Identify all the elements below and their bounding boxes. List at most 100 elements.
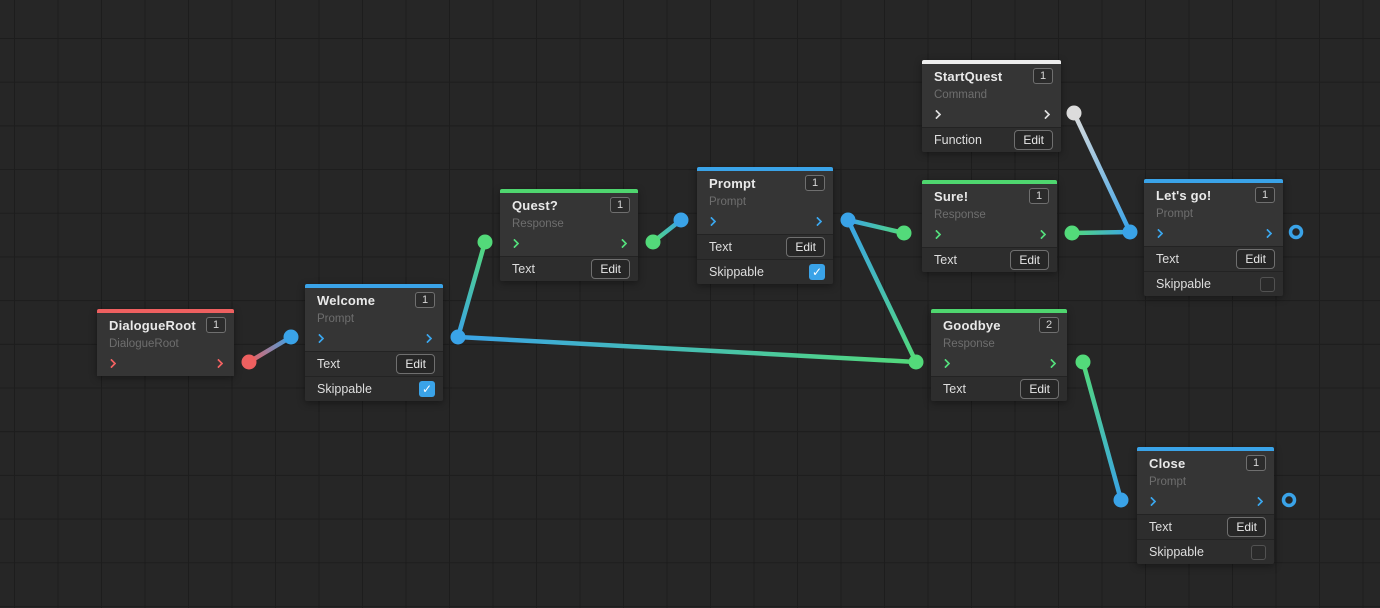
node-title: Welcome xyxy=(317,292,376,308)
port-dot-goodbye-input[interactable] xyxy=(908,354,924,370)
node-close[interactable]: Close 1 Prompt Text Edit Skippable xyxy=(1137,447,1274,564)
output-port-chevron-icon[interactable] xyxy=(1037,229,1047,239)
field-label: Skippable xyxy=(1149,545,1204,559)
edit-button[interactable]: Edit xyxy=(1020,379,1059,399)
output-port-chevron-icon[interactable] xyxy=(214,358,224,368)
node-accent-bar xyxy=(1137,447,1274,451)
node-lets-go[interactable]: Let's go! 1 Prompt Text Edit Skippable xyxy=(1144,179,1283,296)
field-row-skippable: Skippable xyxy=(1137,539,1274,564)
edit-button[interactable]: Edit xyxy=(1010,250,1049,270)
field-row-text: Text Edit xyxy=(931,376,1067,401)
port-dot-sure-output[interactable] xyxy=(1064,225,1080,241)
input-port-chevron-icon[interactable] xyxy=(1154,228,1164,238)
input-port-chevron-icon[interactable] xyxy=(707,216,717,226)
port-dot-welcome-output[interactable] xyxy=(450,329,466,345)
skippable-checkbox[interactable] xyxy=(1260,276,1275,292)
output-port-chevron-icon[interactable] xyxy=(1041,109,1051,119)
port-dot-close-input[interactable] xyxy=(1113,492,1129,508)
output-port-chevron-icon[interactable] xyxy=(618,238,628,248)
connection-count-badge: 1 xyxy=(1033,68,1053,84)
connection-count-badge: 1 xyxy=(1246,455,1266,471)
input-port-chevron-icon[interactable] xyxy=(510,238,520,248)
connection-count-badge: 1 xyxy=(1255,187,1275,203)
node-subtitle: Command xyxy=(934,89,988,101)
connection-sure-letsgo xyxy=(1069,229,1133,236)
port-dot-welcome-input[interactable] xyxy=(283,329,299,345)
port-ring-letsgo-output[interactable] xyxy=(1288,224,1304,240)
field-row-text: Text Edit xyxy=(1137,514,1274,539)
connection-prompt-sure xyxy=(845,217,907,236)
port-dot-quest-input[interactable] xyxy=(477,234,493,250)
node-welcome[interactable]: Welcome 1 Prompt Text Edit Skippable ✓ xyxy=(305,284,443,401)
edit-button[interactable]: Edit xyxy=(1014,130,1053,150)
port-dot-sure-input[interactable] xyxy=(896,225,912,241)
edit-button[interactable]: Edit xyxy=(1227,517,1266,537)
port-dot-prompt-input[interactable] xyxy=(673,212,689,228)
field-label: Text xyxy=(934,253,957,267)
port-dot-prompt-output[interactable] xyxy=(840,212,856,228)
field-label: Text xyxy=(1156,252,1179,266)
edit-button[interactable]: Edit xyxy=(786,237,825,257)
port-dot-dialogueroot-output[interactable] xyxy=(241,354,257,370)
node-subtitle: Response xyxy=(934,209,986,221)
output-port-chevron-icon[interactable] xyxy=(423,333,433,343)
node-sure[interactable]: Sure! 1 Response Text Edit xyxy=(922,180,1057,272)
node-title: Prompt xyxy=(709,175,756,191)
connection-count-badge: 1 xyxy=(805,175,825,191)
input-port-chevron-icon[interactable] xyxy=(932,229,942,239)
field-label: Text xyxy=(943,382,966,396)
node-prompt[interactable]: Prompt 1 Prompt Text Edit Skippable ✓ xyxy=(697,167,833,284)
node-accent-bar xyxy=(931,309,1067,313)
output-port-chevron-icon[interactable] xyxy=(1254,496,1264,506)
edit-button[interactable]: Edit xyxy=(396,354,435,374)
node-accent-bar xyxy=(1144,179,1283,183)
node-dialogue-root[interactable]: DialogueRoot 1 DialogueRoot xyxy=(97,309,234,376)
field-label: Text xyxy=(709,240,732,254)
skippable-checkbox[interactable]: ✓ xyxy=(809,264,825,280)
output-port-chevron-icon[interactable] xyxy=(1263,228,1273,238)
node-title: Close xyxy=(1149,455,1186,471)
input-port-chevron-icon[interactable] xyxy=(315,333,325,343)
node-accent-bar xyxy=(97,309,234,313)
output-port-chevron-icon[interactable] xyxy=(813,216,823,226)
field-label: Text xyxy=(1149,520,1172,534)
skippable-checkbox[interactable] xyxy=(1251,544,1266,560)
output-port-chevron-icon[interactable] xyxy=(1047,358,1057,368)
node-subtitle: DialogueRoot xyxy=(109,338,179,350)
port-dot-quest-output[interactable] xyxy=(645,234,661,250)
edit-button[interactable]: Edit xyxy=(591,259,630,279)
node-quest[interactable]: Quest? 1 Response Text Edit xyxy=(500,189,638,281)
input-port-chevron-icon[interactable] xyxy=(932,109,942,119)
node-goodbye[interactable]: Goodbye 2 Response Text Edit xyxy=(931,309,1067,401)
connection-startquest-letsgo xyxy=(1071,110,1133,235)
connection-prompt-goodbye xyxy=(845,217,919,365)
port-ring-close-output[interactable] xyxy=(1281,492,1297,508)
port-dot-goodbye-output[interactable] xyxy=(1075,354,1091,370)
port-dot-letsgo-input[interactable] xyxy=(1122,224,1138,240)
node-startquest[interactable]: StartQuest 1 Command Function Edit xyxy=(922,60,1061,152)
connection-count-badge: 1 xyxy=(415,292,435,308)
edit-button[interactable]: Edit xyxy=(1236,249,1275,269)
node-accent-bar xyxy=(922,180,1057,184)
checkmark-icon: ✓ xyxy=(421,382,433,396)
field-label: Text xyxy=(317,357,340,371)
field-row-skippable: Skippable ✓ xyxy=(305,376,443,401)
port-dot-startquest-output[interactable] xyxy=(1066,105,1082,121)
input-port-chevron-icon[interactable] xyxy=(1147,496,1157,506)
field-row-text: Text Edit xyxy=(1144,246,1283,271)
field-row-skippable: Skippable ✓ xyxy=(697,259,833,284)
node-subtitle: Prompt xyxy=(1149,476,1187,488)
connection-dialogueroot-welcome xyxy=(246,334,294,365)
node-title: Quest? xyxy=(512,197,558,213)
field-label: Skippable xyxy=(709,265,764,279)
input-port-chevron-icon[interactable] xyxy=(107,358,117,368)
skippable-checkbox[interactable]: ✓ xyxy=(419,381,435,397)
node-title: StartQuest xyxy=(934,68,1003,84)
connection-count-badge: 1 xyxy=(610,197,630,213)
node-accent-bar xyxy=(922,60,1061,64)
input-port-chevron-icon[interactable] xyxy=(941,358,951,368)
field-label: Text xyxy=(512,262,535,276)
node-accent-bar xyxy=(697,167,833,171)
